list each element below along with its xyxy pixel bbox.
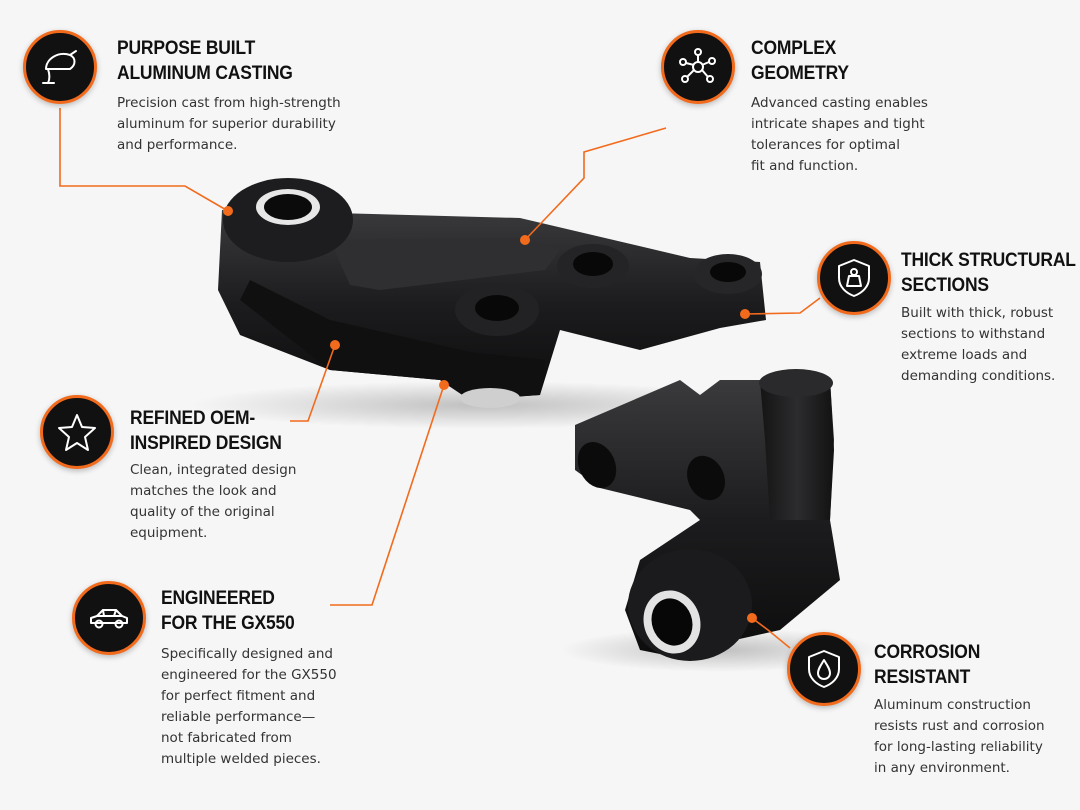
lower-bracket (575, 369, 840, 661)
feature-corrosion-title: CORROSION RESISTANT (874, 640, 980, 690)
description-line: tolerances for optimal (751, 137, 900, 153)
feature-geometry-title: COMPLEX GEOMETRY (751, 36, 849, 86)
title-line: ALUMINUM CASTING (117, 63, 293, 84)
callout-dot-structural (740, 309, 750, 319)
callout-dot-oem (330, 340, 340, 350)
title-line: GEOMETRY (751, 63, 849, 84)
description-line: Precision cast from high-strength (117, 95, 341, 111)
title-line: PURPOSE BUILT (117, 38, 256, 59)
callout-dots (223, 206, 757, 623)
callout-line-oem (290, 344, 336, 422)
description-line: resists rust and corrosion (874, 718, 1045, 734)
callout-line-structural (744, 297, 821, 315)
title-line: COMPLEX (751, 38, 837, 59)
description-line: Advanced casting enables (751, 95, 928, 111)
ladle-pour-icon (23, 30, 97, 104)
feature-gx550-title: ENGINEERED FOR THE GX550 (161, 586, 295, 636)
description-line: Aluminum construction (874, 697, 1031, 713)
title-line: CORROSION (874, 642, 981, 663)
shield-weight-icon (817, 241, 891, 315)
description-line: in any environment. (874, 760, 1010, 776)
title-line: FOR THE GX550 (161, 613, 295, 634)
description-line: aluminum for superior durability (117, 116, 336, 132)
description-line: matches the look and (130, 483, 277, 499)
feature-casting-description: Precision cast from high-strength alumin… (117, 93, 341, 156)
callout-line-gx550 (330, 384, 445, 606)
description-line: and performance. (117, 137, 238, 153)
upper-bracket (218, 178, 766, 408)
description-line: Specifically designed and (161, 646, 333, 662)
description-line: quality of the original (130, 504, 275, 520)
feature-geometry-description: Advanced casting enables intricate shape… (751, 93, 928, 177)
feature-oem-description: Clean, integrated design matches the loo… (130, 460, 296, 544)
feature-oem-title: REFINED OEM- INSPIRED DESIGN (130, 406, 282, 456)
description-line: demanding conditions. (901, 368, 1056, 384)
callout-line-corrosion (751, 617, 791, 649)
callout-dot-gx550 (439, 380, 449, 390)
title-line: INSPIRED DESIGN (130, 433, 282, 454)
callout-lines (59, 108, 821, 649)
callout-dot-geometry (520, 235, 530, 245)
description-line: intricate shapes and tight (751, 116, 925, 132)
callout-dot-casting (223, 206, 233, 216)
title-line: SECTIONS (901, 275, 989, 296)
feature-gx550-description: Specifically designed and engineered for… (161, 644, 337, 770)
star-icon (40, 395, 114, 469)
title-line: RESISTANT (874, 667, 971, 688)
description-line: fit and function. (751, 158, 859, 174)
feature-corrosion-description: Aluminum construction resists rust and c… (874, 695, 1045, 779)
title-line: REFINED OEM- (130, 408, 256, 429)
feature-casting-title: PURPOSE BUILT ALUMINUM CASTING (117, 36, 293, 86)
description-line: multiple welded pieces. (161, 751, 321, 767)
description-line: extreme loads and (901, 347, 1028, 363)
description-line: for perfect fitment and (161, 688, 316, 704)
callout-line-casting (59, 108, 229, 212)
description-line: not fabricated from (161, 730, 292, 746)
feature-structural-description: Built with thick, robust sections to wit… (901, 303, 1055, 387)
description-line: sections to withstand (901, 326, 1046, 342)
description-line: engineered for the GX550 (161, 667, 337, 683)
description-line: Clean, integrated design (130, 462, 297, 478)
description-line: reliable performance— (161, 709, 316, 725)
feature-structural-title: THICK STRUCTURAL SECTIONS (901, 248, 1076, 298)
description-line: Built with thick, robust (901, 305, 1054, 321)
shield-drop-icon (787, 632, 861, 706)
title-line: ENGINEERED (161, 588, 275, 609)
callout-dot-corrosion (747, 613, 757, 623)
description-line: equipment. (130, 525, 208, 541)
title-line: THICK STRUCTURAL (901, 250, 1076, 271)
description-line: for long-lasting reliability (874, 739, 1043, 755)
car-icon (72, 581, 146, 655)
callout-line-geometry (524, 127, 667, 241)
molecule-network-icon (661, 30, 735, 104)
